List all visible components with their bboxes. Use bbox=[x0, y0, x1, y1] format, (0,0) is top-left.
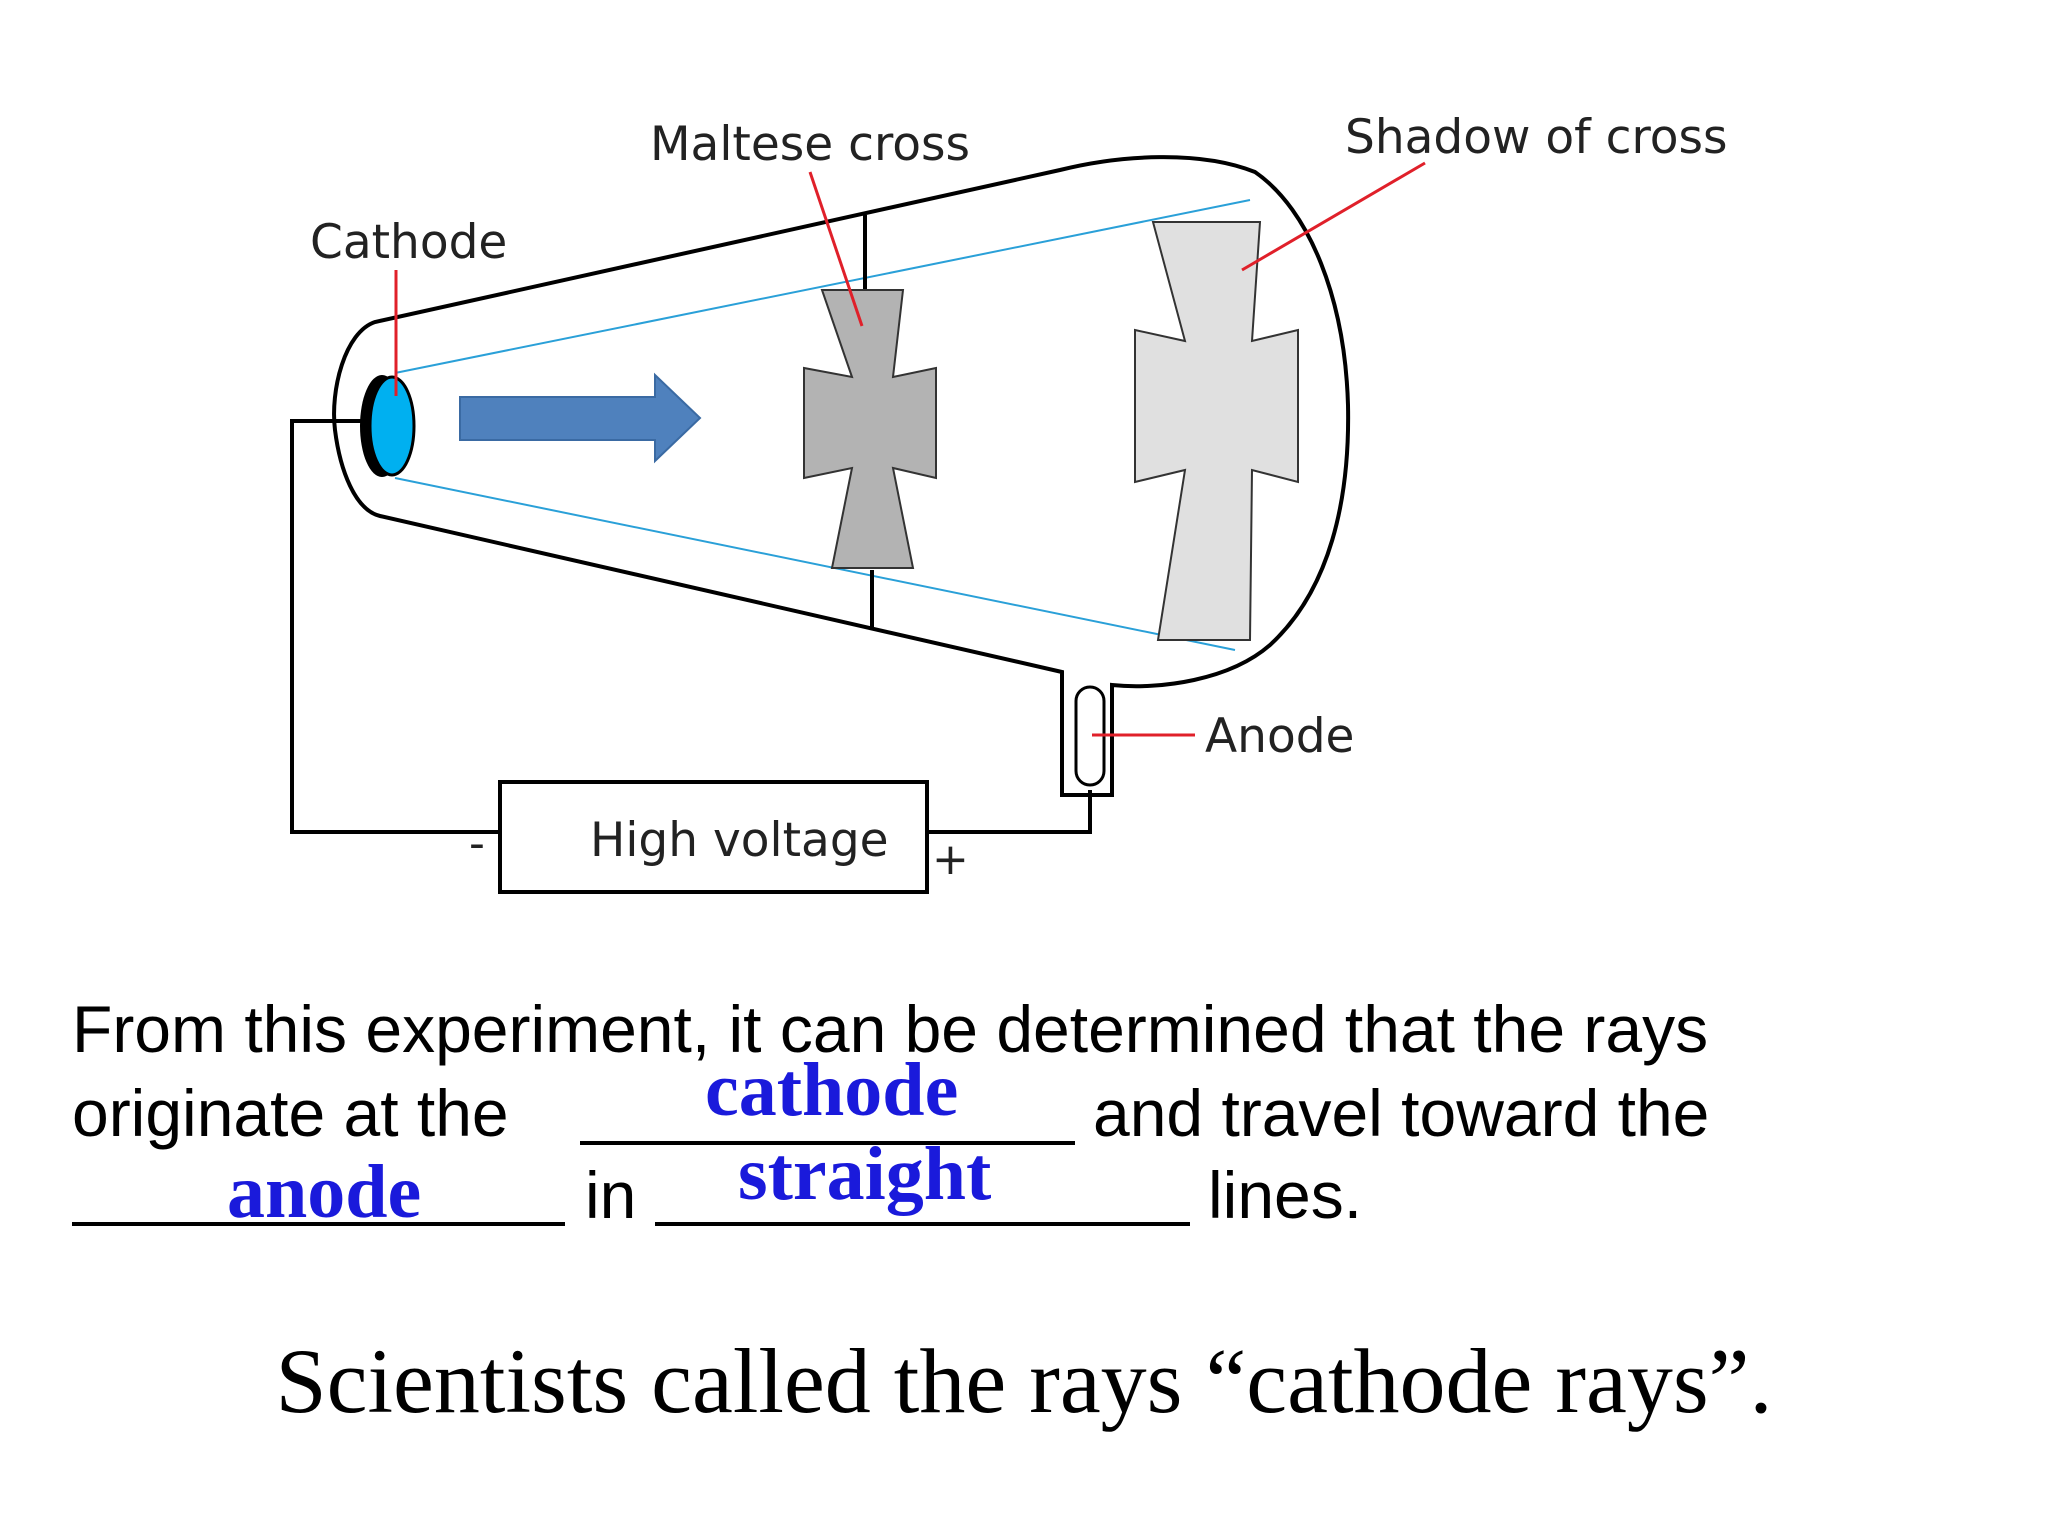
answer-straight: straight bbox=[738, 1132, 992, 1216]
blank-3-line bbox=[655, 1222, 1190, 1226]
maltese-cross bbox=[803, 289, 937, 569]
statement-line-2-end: and travel toward the bbox=[1093, 1076, 1710, 1150]
circuit-wire-positive bbox=[927, 790, 1092, 834]
maltese-cross-pointer bbox=[808, 171, 864, 327]
tube-outline bbox=[332, 155, 1351, 797]
maltese-cross-label: Maltese cross bbox=[650, 117, 970, 172]
positive-terminal-label: + bbox=[932, 834, 969, 885]
answer-cathode: cathode bbox=[705, 1048, 959, 1132]
ray-direction-arrow bbox=[459, 372, 702, 464]
statement-line-3-end: lines. bbox=[1208, 1158, 1363, 1232]
negative-terminal-label: - bbox=[469, 818, 485, 869]
blank-2-line bbox=[72, 1222, 565, 1226]
statement-line-1: From this experiment, it can be determin… bbox=[72, 992, 1709, 1066]
ray-lower bbox=[394, 477, 1236, 651]
shadow-of-cross-label: Shadow of cross bbox=[1345, 110, 1728, 165]
cathode-electrode bbox=[368, 375, 416, 477]
circuit-wire-negative bbox=[290, 419, 500, 834]
cathode-ray-tube-diagram: Cathode Maltese cross Shadow of cross An… bbox=[290, 110, 1728, 894]
shadow-pointer bbox=[1241, 161, 1426, 272]
statement-line-2-start: originate at the bbox=[72, 1076, 509, 1150]
word-in: in bbox=[585, 1158, 637, 1232]
high-voltage-label: High voltage bbox=[590, 813, 889, 868]
anode-label: Anode bbox=[1205, 709, 1354, 764]
cross-shadow bbox=[1134, 221, 1299, 641]
high-voltage-box bbox=[498, 780, 929, 894]
answer-anode: anode bbox=[227, 1150, 422, 1234]
blank-1-line bbox=[580, 1141, 1075, 1145]
conclusion-sentence: Scientists called the rays “cathode rays… bbox=[275, 1330, 1773, 1432]
ray-upper bbox=[394, 199, 1251, 374]
cathode-label: Cathode bbox=[310, 215, 507, 270]
